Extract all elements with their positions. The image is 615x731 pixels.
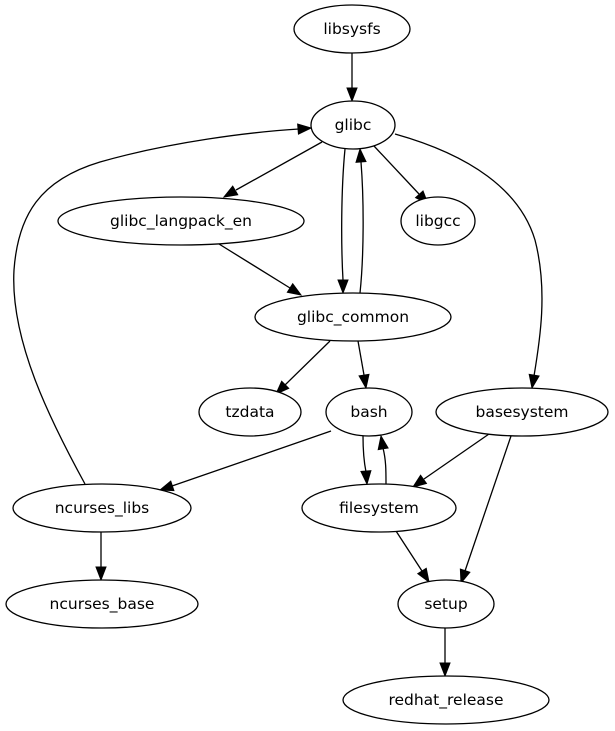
edge-glibc-to-libgcc	[373, 145, 429, 206]
node-ncurses-libs[interactable]: ncurses_libs	[12, 483, 192, 533]
node-ncurses-base[interactable]: ncurses_base	[5, 579, 199, 629]
node-label: ncurses_libs	[55, 499, 150, 518]
node-shape	[400, 196, 476, 246]
edge-basesystem-to-setup	[459, 435, 512, 585]
arrowhead-icon	[411, 474, 428, 488]
node-bash[interactable]: bash	[325, 387, 413, 437]
node-setup[interactable]: setup	[397, 579, 495, 629]
node-shape	[57, 196, 305, 246]
edge-line	[394, 133, 543, 377]
node-label: setup	[424, 595, 467, 613]
edge-line	[359, 161, 364, 294]
node-glibc-common[interactable]: glibc_common	[254, 292, 452, 342]
node-shape	[435, 387, 609, 437]
edge-line	[357, 340, 365, 376]
node-shape	[342, 675, 550, 725]
node-filesystem[interactable]: filesystem	[301, 483, 457, 533]
node-shape	[325, 387, 413, 437]
arrowhead-icon	[439, 662, 451, 678]
arrowhead-icon	[297, 123, 313, 135]
arrowhead-icon	[360, 470, 372, 486]
node-shape	[397, 579, 495, 629]
arrowhead-icon	[275, 380, 290, 395]
node-label: redhat_release	[388, 691, 503, 710]
edge-filesystem-to-setup	[395, 530, 430, 584]
node-shape	[5, 579, 199, 629]
arrowhead-icon	[528, 373, 540, 390]
node-shape	[12, 483, 192, 533]
arrowhead-icon	[358, 373, 370, 390]
edges	[13, 53, 543, 678]
arrowhead-icon	[158, 480, 175, 492]
node-glibc-langpack-en[interactable]: glibc_langpack_en	[57, 196, 305, 246]
node-shape	[254, 292, 452, 342]
edge-bash-to-ncurses-libs	[158, 430, 332, 492]
edge-glibc-to-basesystem	[394, 133, 543, 390]
node-shape	[198, 387, 302, 437]
node-label: glibc	[335, 116, 372, 134]
edge-line	[13, 128, 300, 485]
node-label: glibc_langpack_en	[110, 212, 252, 231]
node-libgcc[interactable]: libgcc	[400, 196, 476, 246]
node-label: bash	[350, 403, 387, 421]
edge-line	[284, 340, 331, 386]
edge-line	[382, 447, 387, 485]
edge-line	[235, 141, 323, 191]
node-label: ncurses_base	[50, 595, 155, 614]
edge-glibc-to-glibc-langpack-en	[222, 141, 323, 198]
edge-ncurses-libs-to-ncurses-base	[95, 532, 107, 582]
node-label: libsysfs	[323, 20, 380, 38]
arrowhead-icon	[355, 147, 367, 163]
edge-line	[423, 433, 490, 480]
node-label: filesystem	[339, 499, 419, 517]
node-redhat-release[interactable]: redhat_release	[342, 675, 550, 725]
arrowhead-icon	[337, 279, 349, 295]
edge-basesystem-to-filesystem	[411, 433, 490, 488]
edge-setup-to-redhat-release	[439, 628, 451, 678]
edge-line	[171, 430, 332, 487]
edge-glibc-common-to-bash	[357, 340, 370, 390]
edge-line	[362, 435, 367, 473]
edge-glibc-common-to-tzdata	[275, 340, 331, 395]
arrowhead-icon	[346, 87, 358, 103]
node-shape	[301, 483, 457, 533]
arrowhead-icon	[286, 282, 303, 296]
edge-line	[395, 530, 423, 572]
nodes: libsysfs glibc glibc_langpack_en libgcc glib…	[5, 4, 609, 725]
edge-libsysfs-to-glibc	[346, 53, 358, 103]
arrowhead-icon	[377, 434, 389, 451]
edge-glibc-common-to-glibc	[355, 147, 367, 294]
edge-bash-to-filesystem	[360, 435, 372, 486]
arrowhead-icon	[222, 185, 239, 198]
node-glibc[interactable]: glibc	[310, 100, 396, 150]
node-label: basesystem	[476, 403, 569, 421]
arrowhead-icon	[95, 566, 107, 582]
edge-filesystem-to-bash	[377, 434, 389, 485]
edge-glibc-to-glibc-common	[337, 148, 349, 295]
edge-line	[464, 435, 512, 572]
edge-line	[341, 148, 346, 281]
node-basesystem[interactable]: basesystem	[435, 387, 609, 437]
node-shape	[293, 4, 411, 54]
arrowhead-icon	[459, 568, 471, 585]
node-tzdata[interactable]: tzdata	[198, 387, 302, 437]
arrowhead-icon	[416, 567, 430, 584]
node-libsysfs[interactable]: libsysfs	[293, 4, 411, 54]
node-label: glibc_common	[297, 308, 409, 327]
node-shape	[310, 100, 396, 150]
edge-line	[373, 145, 420, 195]
edge-glibc-langpack-en-to-glibc-common	[218, 243, 303, 296]
edge-ncurses-libs-to-glibc	[13, 123, 313, 485]
node-label: tzdata	[225, 403, 274, 421]
node-label: libgcc	[415, 212, 460, 230]
edge-line	[218, 243, 291, 289]
